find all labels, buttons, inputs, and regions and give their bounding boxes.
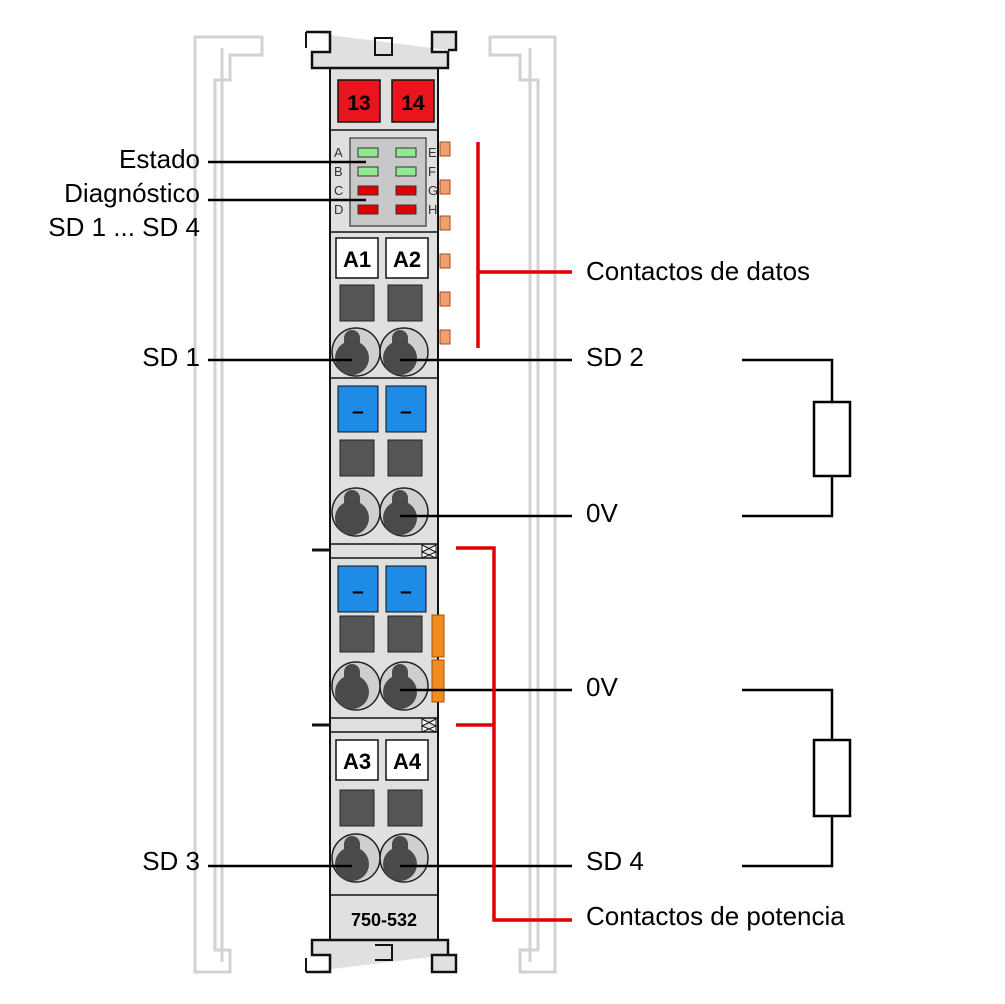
minus-block-4 bbox=[385, 565, 427, 613]
led-row-c bbox=[357, 185, 417, 196]
power-contact-2 bbox=[431, 659, 445, 703]
channel-a3-label: A3 bbox=[343, 749, 371, 774]
led-c bbox=[357, 185, 379, 196]
terminal-13-label: 13 bbox=[347, 92, 370, 115]
led-row-a bbox=[357, 147, 417, 158]
led-letter-f: F bbox=[428, 164, 436, 179]
led-row-d bbox=[357, 204, 417, 215]
led-letter-g: G bbox=[428, 183, 438, 198]
load-resistor-upper bbox=[742, 358, 852, 518]
label-estado: Estado bbox=[119, 144, 200, 174]
power-contact-1 bbox=[431, 614, 445, 658]
clamp-row-1 bbox=[331, 327, 429, 377]
label-sd1: SD 1 bbox=[142, 342, 200, 372]
load-resistor-lower bbox=[742, 688, 852, 868]
led-e bbox=[395, 147, 417, 158]
label-sd3: SD 3 bbox=[142, 846, 200, 876]
channel-a2-label: A2 bbox=[393, 247, 421, 272]
channel-a4-label: A4 bbox=[393, 749, 422, 774]
led-row-b bbox=[357, 166, 417, 177]
label-sd2: SD 2 bbox=[586, 342, 644, 372]
led-letter-h: H bbox=[428, 202, 437, 217]
channel-a3-box bbox=[335, 739, 379, 781]
terminal-13-block bbox=[337, 79, 381, 123]
led-letter-d: D bbox=[334, 202, 343, 217]
led-b bbox=[357, 166, 379, 177]
label-ov-lower: 0V bbox=[586, 672, 618, 702]
release-button-1 bbox=[339, 284, 375, 322]
minus-block-3 bbox=[337, 565, 379, 613]
led-letter-c: C bbox=[334, 183, 343, 198]
led-h bbox=[395, 204, 417, 215]
label-sd4: SD 4 bbox=[586, 846, 644, 876]
minus-symbol-3: – bbox=[352, 580, 364, 603]
led-f bbox=[395, 166, 417, 177]
model-number: 750-532 bbox=[351, 910, 417, 930]
release-button-2 bbox=[387, 284, 423, 322]
channel-a1-box bbox=[335, 237, 379, 279]
minus-block-2 bbox=[385, 385, 427, 433]
label-power-contacts: Contactos de potencia bbox=[586, 901, 845, 931]
led-letter-b: B bbox=[334, 164, 343, 179]
minus-symbol-4: – bbox=[400, 580, 412, 603]
bottom-clip bbox=[306, 938, 458, 974]
label-data-contacts: Contactos de datos bbox=[586, 256, 810, 286]
led-g bbox=[395, 185, 417, 196]
minus-symbol-1: – bbox=[352, 400, 364, 423]
channel-a4-box bbox=[385, 739, 429, 781]
minus-block-1 bbox=[337, 385, 379, 433]
clamp-row-2 bbox=[331, 487, 429, 537]
power-contacts-bracket bbox=[456, 546, 572, 922]
clamp-row-4 bbox=[331, 833, 429, 883]
top-clip bbox=[306, 30, 458, 70]
terminal-14-block bbox=[391, 79, 435, 123]
label-sd-range: SD 1 ... SD 4 bbox=[48, 212, 200, 242]
led-a bbox=[357, 147, 379, 158]
terminal-14-label: 14 bbox=[401, 92, 425, 115]
label-diagnostico: Diagnóstico bbox=[64, 178, 200, 208]
minus-symbol-2: – bbox=[400, 400, 412, 423]
data-contacts bbox=[439, 141, 451, 345]
led-d bbox=[357, 204, 379, 215]
clamp-row-3 bbox=[331, 661, 429, 711]
led-letter-a: A bbox=[334, 145, 343, 160]
channel-a2-box bbox=[385, 237, 429, 279]
label-ov-upper: 0V bbox=[586, 498, 618, 528]
channel-a1-label: A1 bbox=[343, 247, 371, 272]
led-letter-e: E bbox=[428, 145, 437, 160]
